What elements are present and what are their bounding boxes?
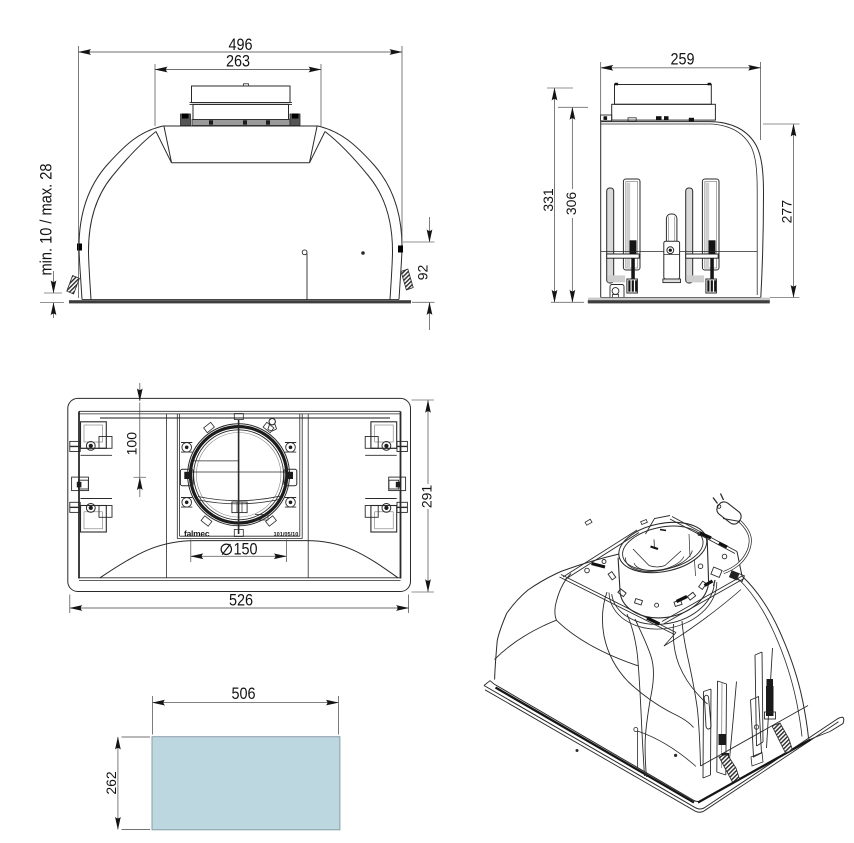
svg-text:min. 10 / max. 28: min. 10 / max. 28	[38, 163, 56, 275]
svg-text:101/05/10: 101/05/10	[274, 532, 299, 538]
svg-text:falmec: falmec	[184, 529, 210, 539]
svg-text:526: 526	[229, 591, 253, 609]
svg-text:331: 331	[540, 188, 556, 212]
svg-text:263: 263	[226, 52, 250, 70]
svg-text:496: 496	[228, 36, 252, 54]
svg-text:306: 306	[563, 192, 579, 216]
svg-text:291: 291	[419, 485, 435, 509]
svg-text:259: 259	[670, 50, 694, 68]
svg-text:262: 262	[103, 771, 119, 795]
svg-text:100: 100	[124, 432, 140, 456]
svg-text:150: 150	[234, 540, 258, 558]
svg-text:277: 277	[779, 200, 795, 224]
svg-text:92: 92	[415, 265, 431, 281]
svg-text:506: 506	[231, 685, 255, 703]
